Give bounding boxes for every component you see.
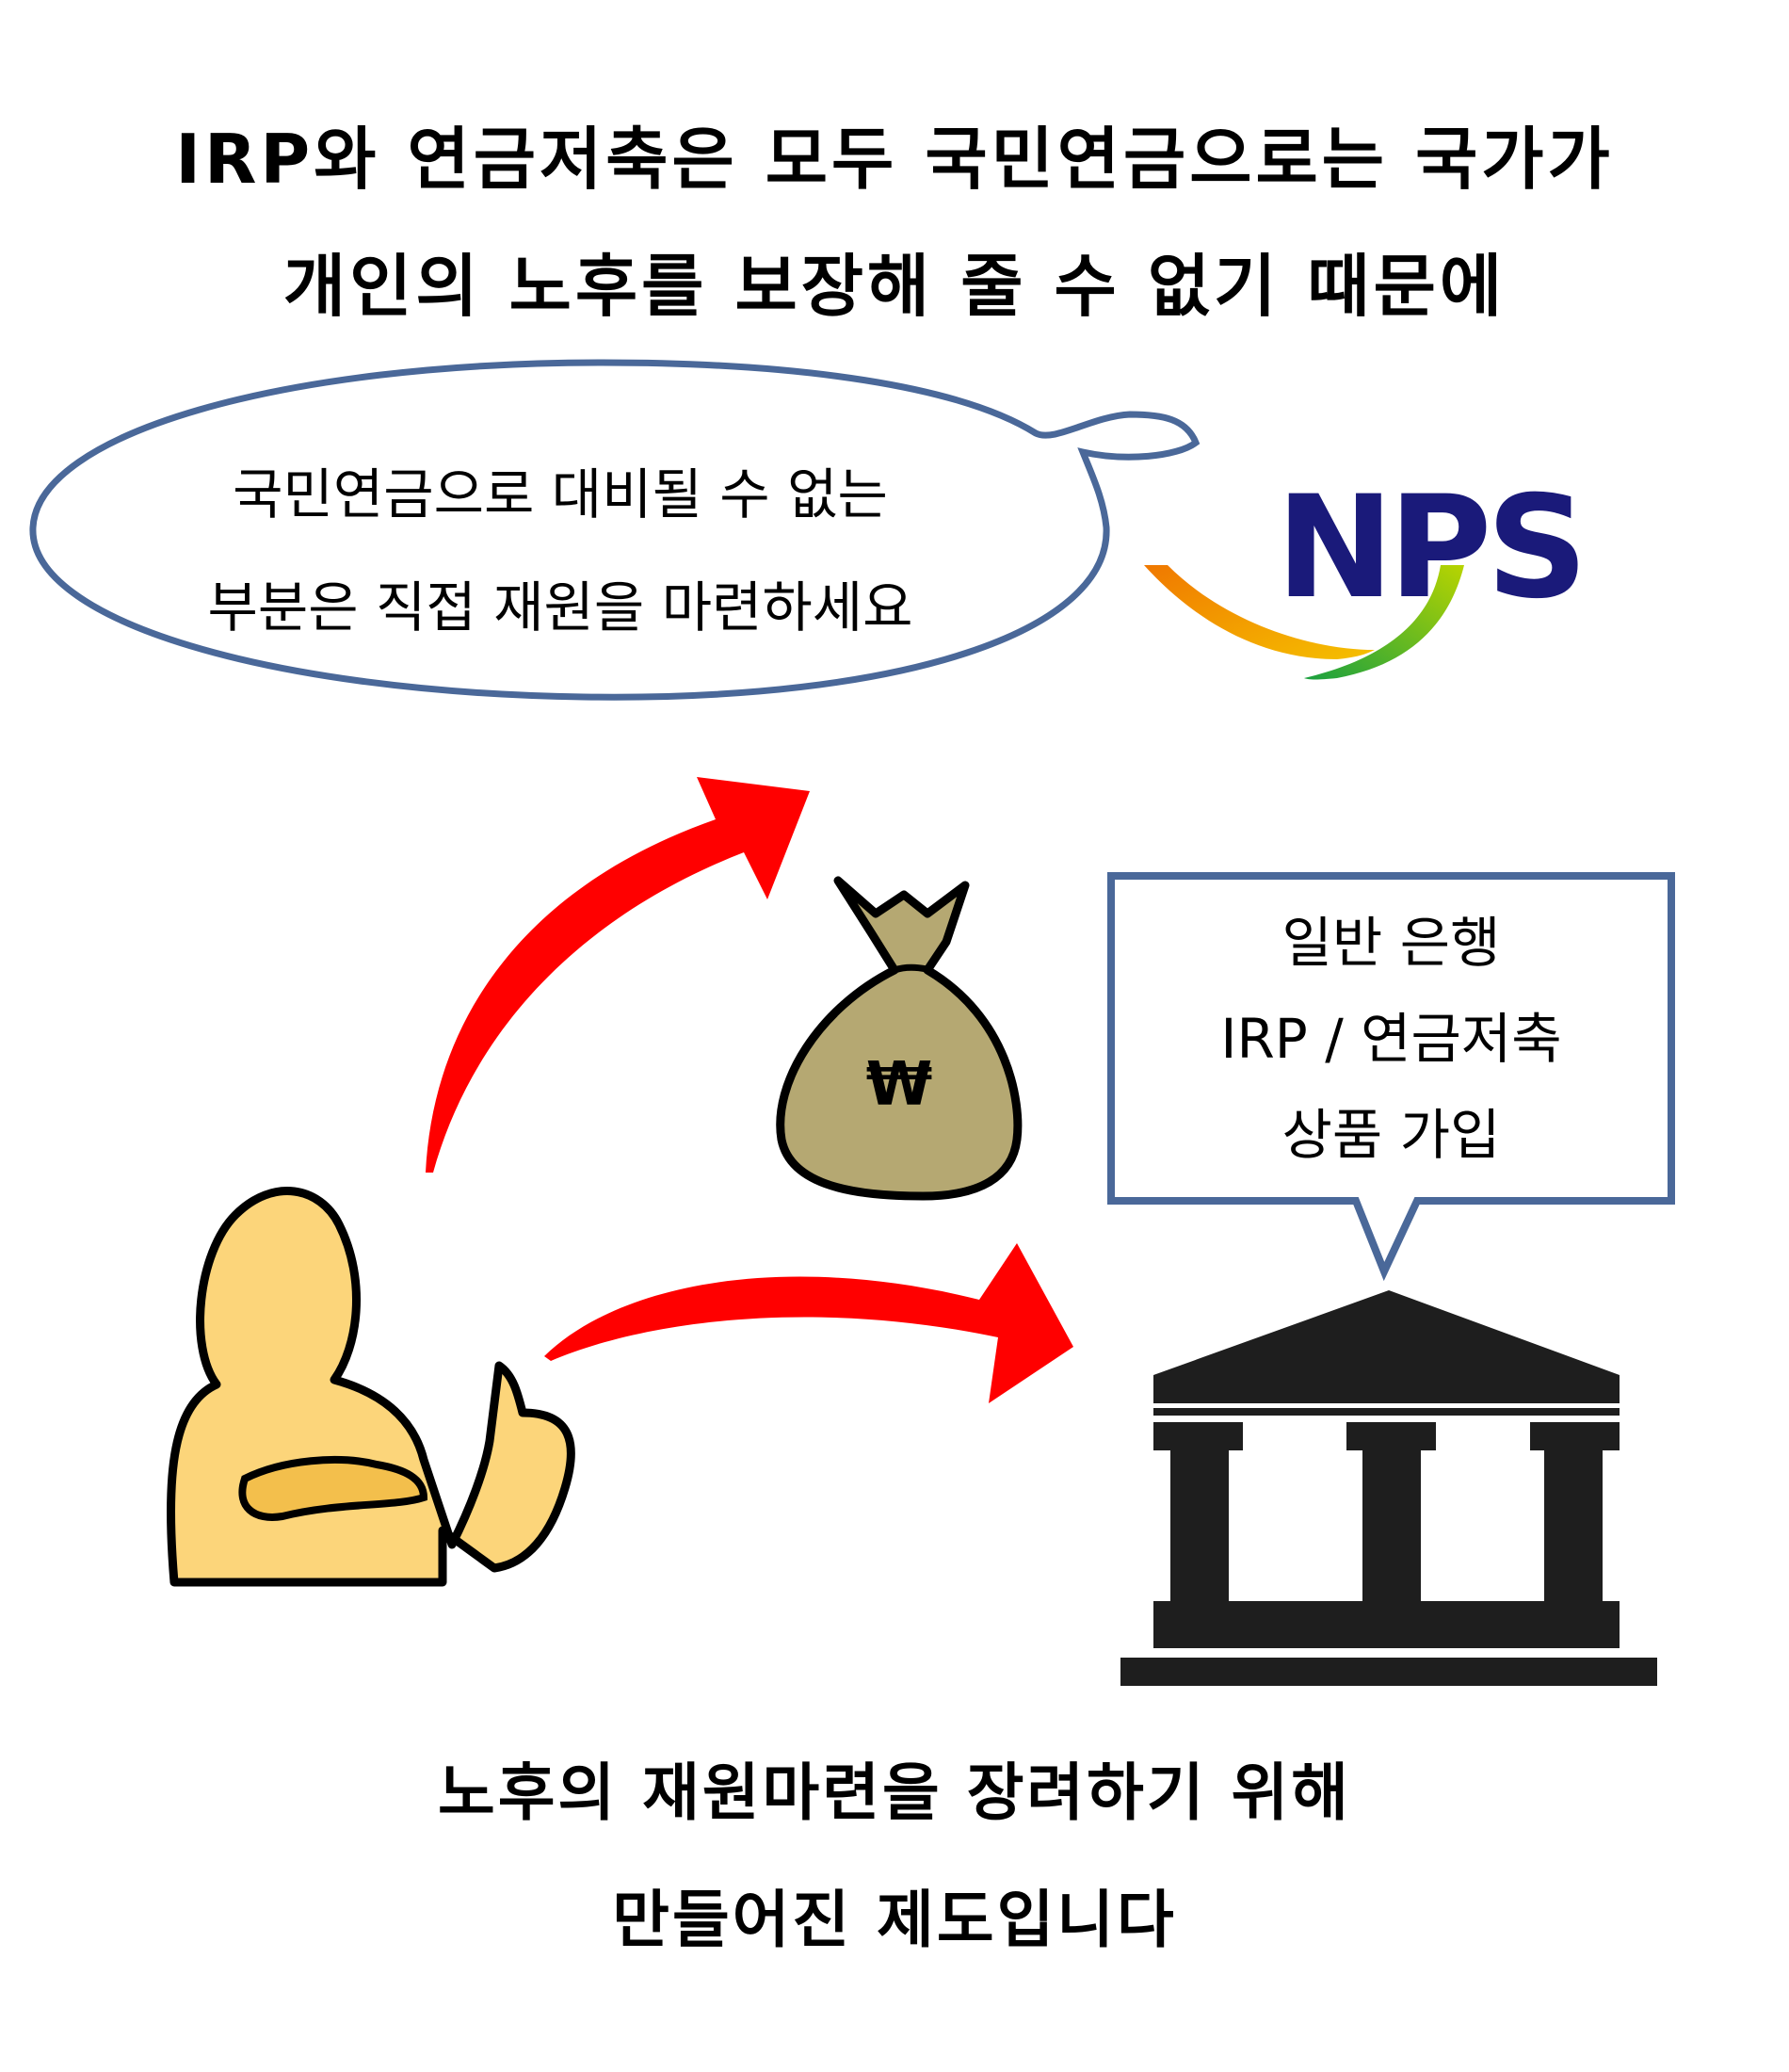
bank-callout-box (1107, 872, 1675, 1282)
bank-icon (1120, 1290, 1657, 1686)
nps-logo-text: NPS (1276, 466, 1588, 630)
footer-line-1: 노후의 재원마련을 장려하기 위해 (437, 1756, 1351, 1829)
bank-box-line-1: 일반 은행 (1281, 911, 1501, 975)
speech-bubble-text: 국민연금으로 대비될 수 없는 부분은 직접 재원을 마련하세요 (113, 438, 1007, 664)
arrow-icon-lower (544, 1243, 1073, 1403)
footer-line-2: 만들어진 제도입니다 (612, 1884, 1177, 1956)
speech-line-2: 부분은 직접 재원을 마련하세요 (207, 575, 913, 639)
money-bag-icon (776, 876, 1023, 1201)
header-line-2: 개인의 노후를 보장해 줄 수 없기 때문에 (282, 247, 1507, 326)
arrow-icon-upper (426, 777, 810, 1173)
speech-line-1: 국민연금으로 대비될 수 없는 (233, 462, 888, 526)
person-icon (166, 1187, 575, 1587)
bank-box-line-3: 상품 가입 (1281, 1103, 1501, 1167)
won-symbol: ₩ (865, 1050, 933, 1120)
bank-box-line-2: IRP / 연금저축 (1220, 1007, 1562, 1071)
speech-bubble-outline (29, 359, 1201, 701)
bank-box-text: 일반 은행 IRP / 연금저축 상품 가입 (1111, 895, 1671, 1183)
header-line-1: IRP와 연금저축은 모두 국민연금으로는 국가가 (175, 120, 1614, 199)
nps-logo-swoosh (1144, 565, 1464, 680)
